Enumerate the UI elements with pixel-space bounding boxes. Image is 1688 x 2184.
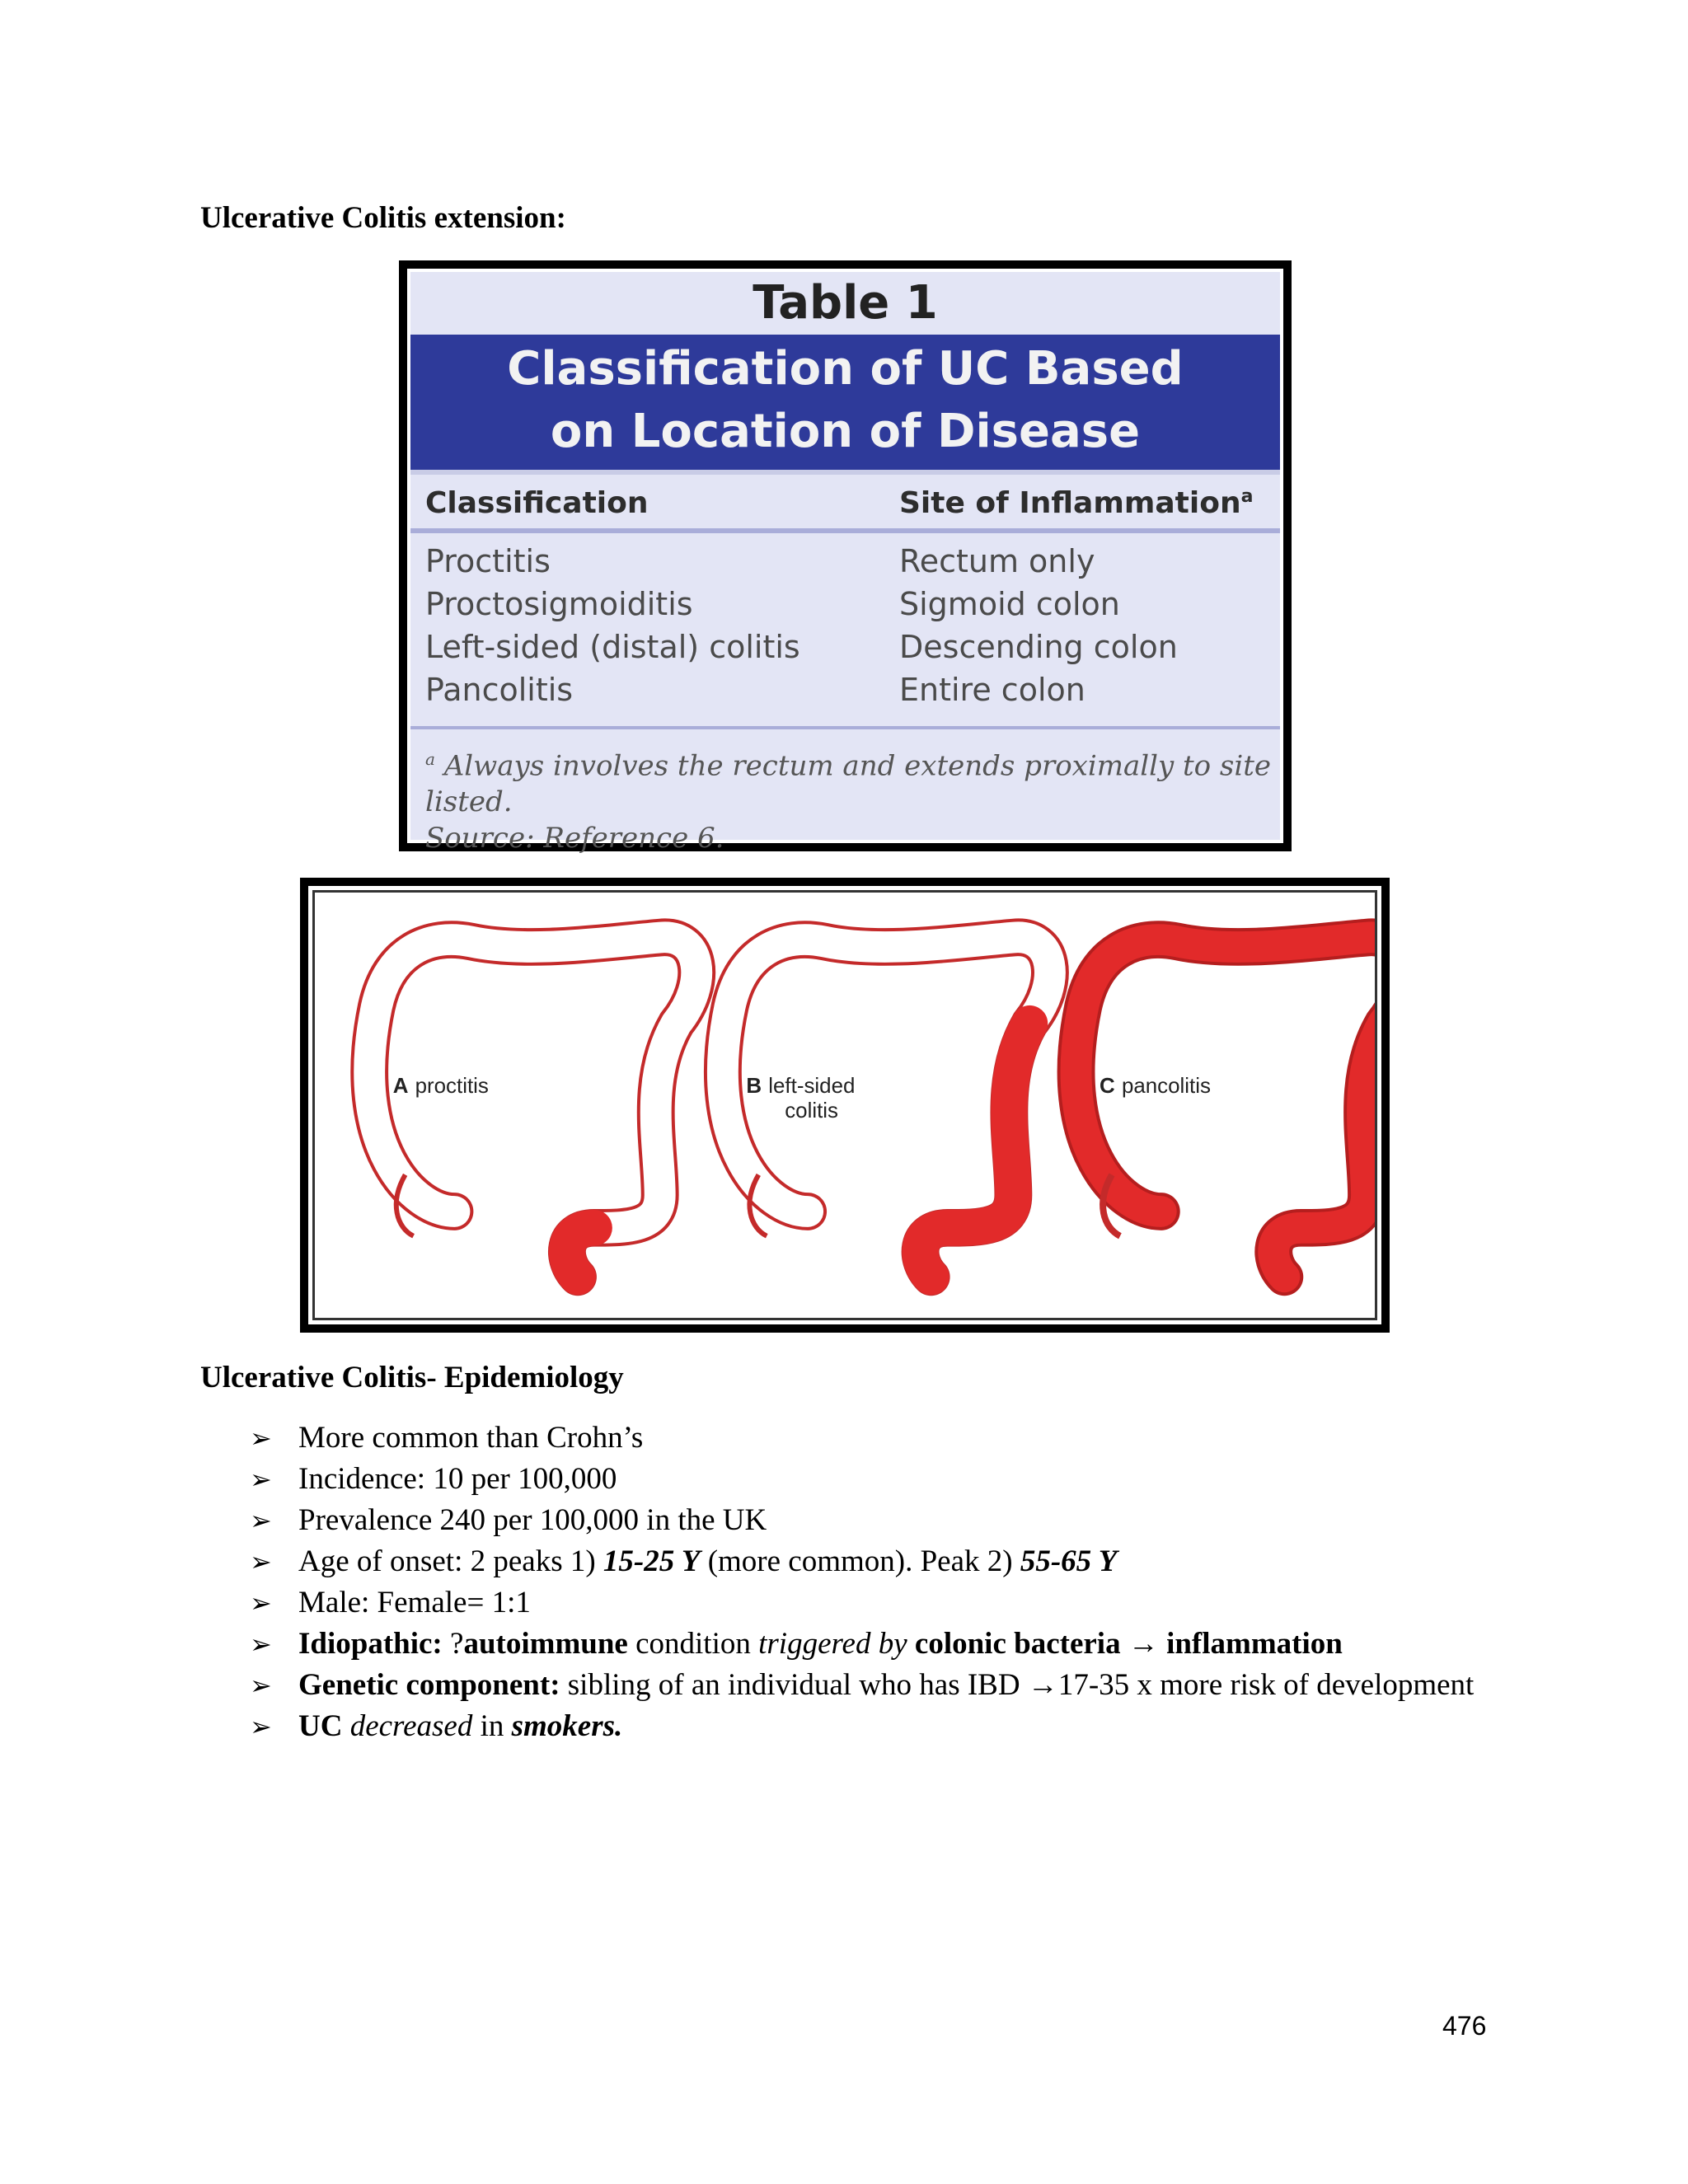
table-row: Proctitis Rectum only <box>425 540 1280 583</box>
panel-label-c: pancolitis <box>1122 1075 1211 1098</box>
list-item: ➢ Idiopathic: ?autoimmune condition trigg… <box>243 1624 1479 1665</box>
colon-panel-c: C pancolitis <box>1076 937 1375 1277</box>
list-item: ➢ Age of onset: 2 peaks 1) 15-25 Y (more … <box>243 1541 1479 1582</box>
table-cell: Descending colon <box>899 629 1178 665</box>
list-item-text: More common than Crohn’s <box>298 1421 644 1455</box>
footnote-mark: a <box>425 749 435 769</box>
inflamed-entire-colon-c <box>1076 937 1375 1277</box>
table-cell: Entire colon <box>899 672 1085 708</box>
epidemiology-list: ➢ More common than Crohn’s ➢ Incidence: 10… <box>243 1418 1479 1747</box>
inflamed-left-colon-b <box>902 1005 1048 1296</box>
table-banner: Classification of UC Based on Location o… <box>410 335 1280 475</box>
list-item-text: Incidence: 10 per 100,000 <box>298 1462 617 1496</box>
colon-panel-b: B left-sided colitis <box>723 937 1050 1277</box>
arrow-bullet-icon: ➢ <box>250 1670 272 1701</box>
arrow-bullet-icon: ➢ <box>250 1464 272 1495</box>
arrow-bullet-icon: ➢ <box>250 1546 272 1577</box>
table-title: Table 1 <box>753 276 938 330</box>
colon-illustration: A proctitis B left-sided colitis <box>315 893 1375 1318</box>
table-source: Source: Reference 6. <box>425 822 724 855</box>
list-item-text: condition <box>627 1627 759 1661</box>
term-genetic-component: Genetic component: <box>298 1668 560 1702</box>
panel-letter-b: B <box>746 1075 762 1098</box>
peak-2-range: 55-65 Y <box>1020 1544 1118 1578</box>
list-item-text: Prevalence 240 per 100,000 in the UK <box>298 1503 767 1537</box>
panel-label-a: proctitis <box>415 1075 489 1098</box>
column-header-site-text: Site of Inflammation <box>899 486 1241 520</box>
list-item-text <box>342 1709 349 1743</box>
list-item: ➢ More common than Crohn’s <box>243 1418 1479 1459</box>
colon-illustration-figure: A proctitis B left-sided colitis <box>300 878 1390 1333</box>
list-item-text: ? <box>442 1627 464 1661</box>
table-cell: Proctosigmoiditis <box>425 586 693 622</box>
table-cell: Pancolitis <box>425 672 574 708</box>
list-item-text <box>907 1627 915 1661</box>
footnote-text: a Always involves the rectum and extends… <box>425 741 1280 820</box>
table-row: Left-sided (distal) colitis Descending c… <box>425 626 1280 668</box>
panel-label-b-line-1: left-sided <box>768 1075 855 1098</box>
table-cell: Sigmoid colon <box>899 586 1120 622</box>
section-heading-extension: Ulcerative Colitis extension: <box>200 201 566 235</box>
colon-interior-a <box>369 937 696 1277</box>
term-decreased: decreased <box>349 1709 473 1743</box>
arrow-bullet-icon: ➢ <box>250 1587 272 1619</box>
term-inflammation: → inflammation <box>1120 1627 1343 1661</box>
term-autoimmune: autoimmune <box>463 1627 628 1661</box>
arrow-bullet-icon: ➢ <box>250 1629 272 1660</box>
table-header-row: Classification Site of Inflammationa <box>410 475 1280 533</box>
list-item-text: Age of onset: 2 peaks 1) <box>298 1544 603 1578</box>
list-item-text: Male: Female= 1:1 <box>298 1586 531 1619</box>
table-footnote: a Always involves the rectum and extends… <box>410 729 1280 856</box>
table-cell: Left-sided (distal) colitis <box>425 629 800 665</box>
footnote-body: Always involves the rectum and extends p… <box>425 749 1272 819</box>
table-cell: Rectum only <box>899 543 1095 579</box>
table-banner-line-1: Classification of UC Based <box>507 342 1184 396</box>
list-item: ➢ Prevalence 240 per 100,000 in the UK <box>243 1500 1479 1541</box>
classification-table-figure: Table 1 Classification of UC Based on Lo… <box>399 260 1292 855</box>
inflamed-rectum-a <box>549 1210 612 1296</box>
table-row: Proctosigmoiditis Sigmoid colon <box>425 583 1280 626</box>
appendix-c <box>1100 1173 1123 1240</box>
list-item-text: (more common). Peak 2) <box>700 1544 1020 1578</box>
section-heading-epidemiology: Ulcerative Colitis- Epidemiology <box>200 1361 624 1394</box>
term-colonic-bacteria: colonic bacteria <box>914 1627 1121 1661</box>
list-item-text: in <box>472 1709 512 1743</box>
term-idiopathic: Idiopathic: <box>298 1627 443 1661</box>
arrow-bullet-icon: ➢ <box>250 1711 272 1742</box>
term-uc: UC <box>298 1709 343 1743</box>
table-banner-line-2: on Location of Disease <box>550 405 1141 458</box>
panel-letter-a: A <box>393 1075 409 1098</box>
arrow-bullet-icon: ➢ <box>250 1422 272 1454</box>
list-item: ➢ Incidence: 10 per 100,000 <box>243 1459 1479 1500</box>
list-item: ➢ Male: Female= 1:1 <box>243 1582 1479 1624</box>
panel-letter-c: C <box>1100 1075 1115 1098</box>
term-triggered-by: triggered by <box>758 1627 907 1661</box>
panel-label-b-line-2: colitis <box>785 1099 838 1122</box>
table-row: Pancolitis Entire colon <box>425 668 1280 711</box>
classification-table: Table 1 Classification of UC Based on Lo… <box>410 272 1280 855</box>
table-cell: Proctitis <box>425 543 551 579</box>
list-item: ➢ UC decreased in smokers. <box>243 1706 1479 1747</box>
column-header-site: Site of Inflammationa <box>899 486 1280 520</box>
term-smokers: smokers. <box>511 1709 623 1743</box>
peak-1-range: 15-25 Y <box>603 1544 701 1578</box>
table-body: Proctitis Rectum only Proctosigmoiditis … <box>410 533 1280 729</box>
list-item-text: sibling of an individual who has IBD →17… <box>560 1668 1475 1702</box>
appendix-a <box>393 1173 415 1239</box>
page-number: 476 <box>1442 2011 1487 2041</box>
column-header-classification: Classification <box>425 486 649 520</box>
colon-panel-a: A proctitis <box>369 937 696 1277</box>
list-item: ➢ Genetic component: sibling of an indivi… <box>243 1665 1479 1706</box>
appendix-b <box>747 1173 768 1239</box>
superscript-mark: a <box>1240 486 1254 507</box>
arrow-bullet-icon: ➢ <box>250 1505 272 1536</box>
